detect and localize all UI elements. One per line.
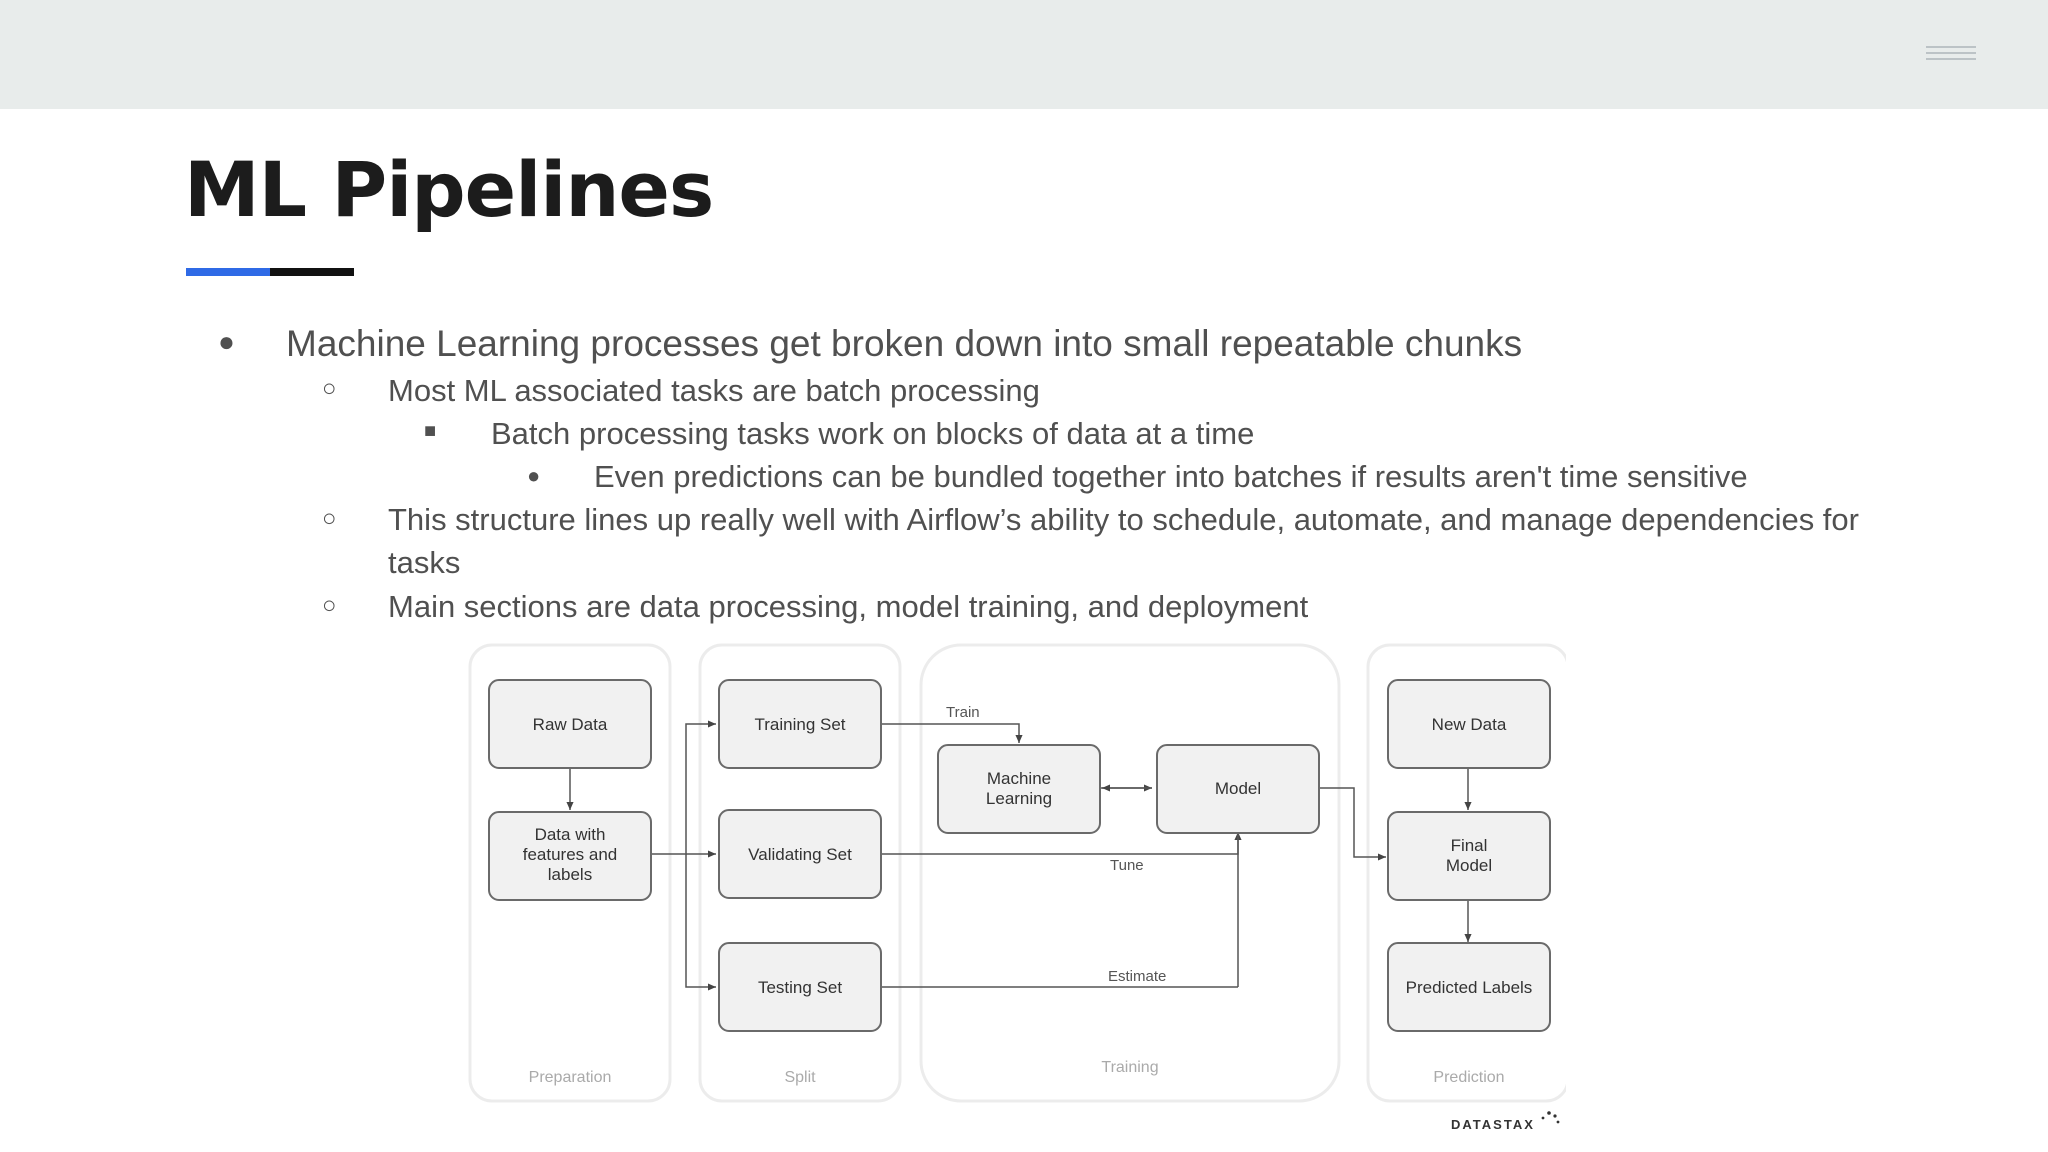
bullet-item: This structure lines up really well with… (388, 502, 1859, 537)
bullet-marker: ○ (322, 505, 337, 532)
bullet-marker: ■ (424, 420, 437, 442)
bullet-marker: ○ (322, 375, 337, 402)
edge-label-train: Train (946, 704, 980, 721)
node-training-set (718, 679, 882, 769)
ml-pipeline-diagram: Raw Data Data with features and labels T… (466, 640, 1566, 1140)
node-predicted-labels (1387, 942, 1551, 1032)
bullet-item: Even predictions can be bundled together… (594, 459, 1748, 494)
datastax-logo: DATASTAX (1451, 1111, 1560, 1132)
datastax-logo-text: DATASTAX (1451, 1117, 1535, 1132)
node-raw-data (488, 679, 652, 769)
bullet-item: Machine Learning processes get broken do… (286, 323, 1523, 364)
label-predicted-labels: Predicted Labels (1406, 978, 1533, 997)
node-model (1156, 744, 1320, 834)
bullet-marker: ● (527, 463, 541, 488)
slide-title: ML Pipelines (184, 145, 714, 234)
top-bar (0, 0, 2048, 109)
node-new-data (1387, 679, 1551, 769)
section-label-preparation: Preparation (529, 1069, 612, 1086)
label-machine-learning-1: Machine (987, 769, 1051, 788)
node-testing-set (718, 942, 882, 1032)
label-raw-data: Raw Data (533, 715, 608, 734)
label-model: Model (1215, 779, 1261, 798)
label-data-with-features-3: labels (548, 865, 592, 884)
node-final-model (1387, 811, 1551, 901)
bullet-item-continuation: tasks (388, 545, 461, 580)
node-machine-learning (937, 744, 1101, 834)
bullet-item: Most ML associated tasks are batch proce… (388, 373, 1040, 408)
node-data-with-features (488, 811, 652, 901)
label-testing-set: Testing Set (758, 978, 842, 997)
label-new-data: New Data (1432, 715, 1507, 734)
label-machine-learning-2: Learning (986, 789, 1052, 808)
section-label-split: Split (784, 1069, 816, 1086)
edge-label-tune: Tune (1110, 857, 1144, 874)
bullet-marker: ● (218, 326, 235, 357)
label-data-with-features-2: features and (523, 845, 618, 864)
section-label-prediction: Prediction (1433, 1069, 1504, 1086)
label-data-with-features-1: Data with (535, 825, 606, 844)
label-final-model-2: Model (1446, 856, 1492, 875)
section-label-training: Training (1101, 1059, 1158, 1076)
bullet-item: Batch processing tasks work on blocks of… (491, 416, 1255, 451)
node-validating-set (718, 809, 882, 899)
label-training-set: Training Set (754, 715, 845, 734)
hamburger-menu-icon[interactable] (1926, 46, 1976, 66)
bullet-item: Main sections are data processing, model… (388, 589, 1309, 624)
label-validating-set: Validating Set (748, 845, 852, 864)
edge-label-estimate: Estimate (1108, 968, 1166, 985)
label-final-model-1: Final (1451, 836, 1488, 855)
bullet-marker: ○ (322, 592, 337, 619)
title-underline-dark (270, 268, 354, 276)
title-underline-accent (186, 268, 270, 276)
